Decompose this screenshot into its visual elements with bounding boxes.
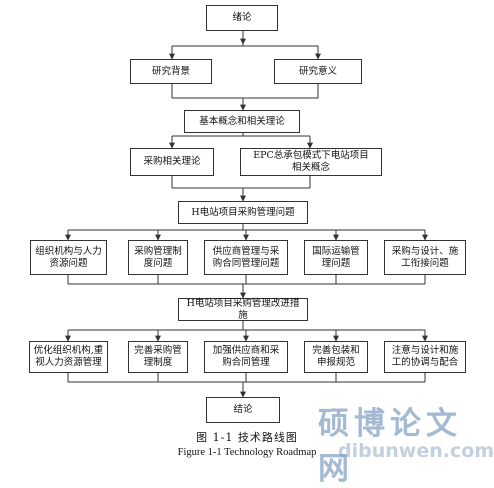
node-h-improvement-measures: H电站项目采购管理改进措施 [178, 298, 308, 321]
node-measure-system: 完善采购管 理制度 [128, 341, 188, 373]
node-basic-concepts-theory: 基本概念和相关理论 [184, 110, 300, 133]
connector-lines [65, 31, 428, 398]
node-conclusion: 结论 [206, 397, 280, 423]
node-problem-system: 采购管理制 度问题 [128, 240, 188, 275]
watermark-logo-url: dibunwen.com [338, 440, 494, 462]
figure-caption-cn: 图 1-1 技术路线图 [196, 431, 298, 444]
node-problem-transport: 国际运输管 理问题 [304, 240, 368, 275]
node-procurement-theory: 采购相关理论 [130, 148, 214, 176]
flowchart: 绪论 研究背景 研究意义 基本概念和相关理论 采购相关理论 EPC总承包模式下电… [29, 5, 466, 423]
figure-caption-en: Figure 1-1 Technology Roadmap [177, 447, 317, 458]
node-measure-supplier-contract: 加强供应商和采 购合同管理 [204, 341, 288, 373]
node-epc-concepts: EPC总承包模式下电站项目 相关概念 [240, 148, 382, 176]
node-h-procurement-problems: H电站项目采购管理问题 [178, 201, 308, 224]
node-research-significance: 研究意义 [274, 59, 362, 84]
node-introduction: 绪论 [206, 5, 278, 31]
node-measure-organization: 优化组织机构,重 视人力资源管理 [29, 341, 108, 373]
node-research-background: 研究背景 [130, 59, 212, 84]
node-measure-coordination: 注意与设计和施 工的协调与配合 [384, 341, 466, 373]
node-problem-supplier-contract: 供应商管理与采 购合同管理问题 [204, 240, 288, 275]
node-problem-organization: 组织机构与人力 资源问题 [30, 240, 107, 275]
node-measure-packaging: 完善包装和 申报规范 [304, 341, 368, 373]
node-problem-coordination: 采购与设计、施 工衔接问题 [384, 240, 466, 275]
